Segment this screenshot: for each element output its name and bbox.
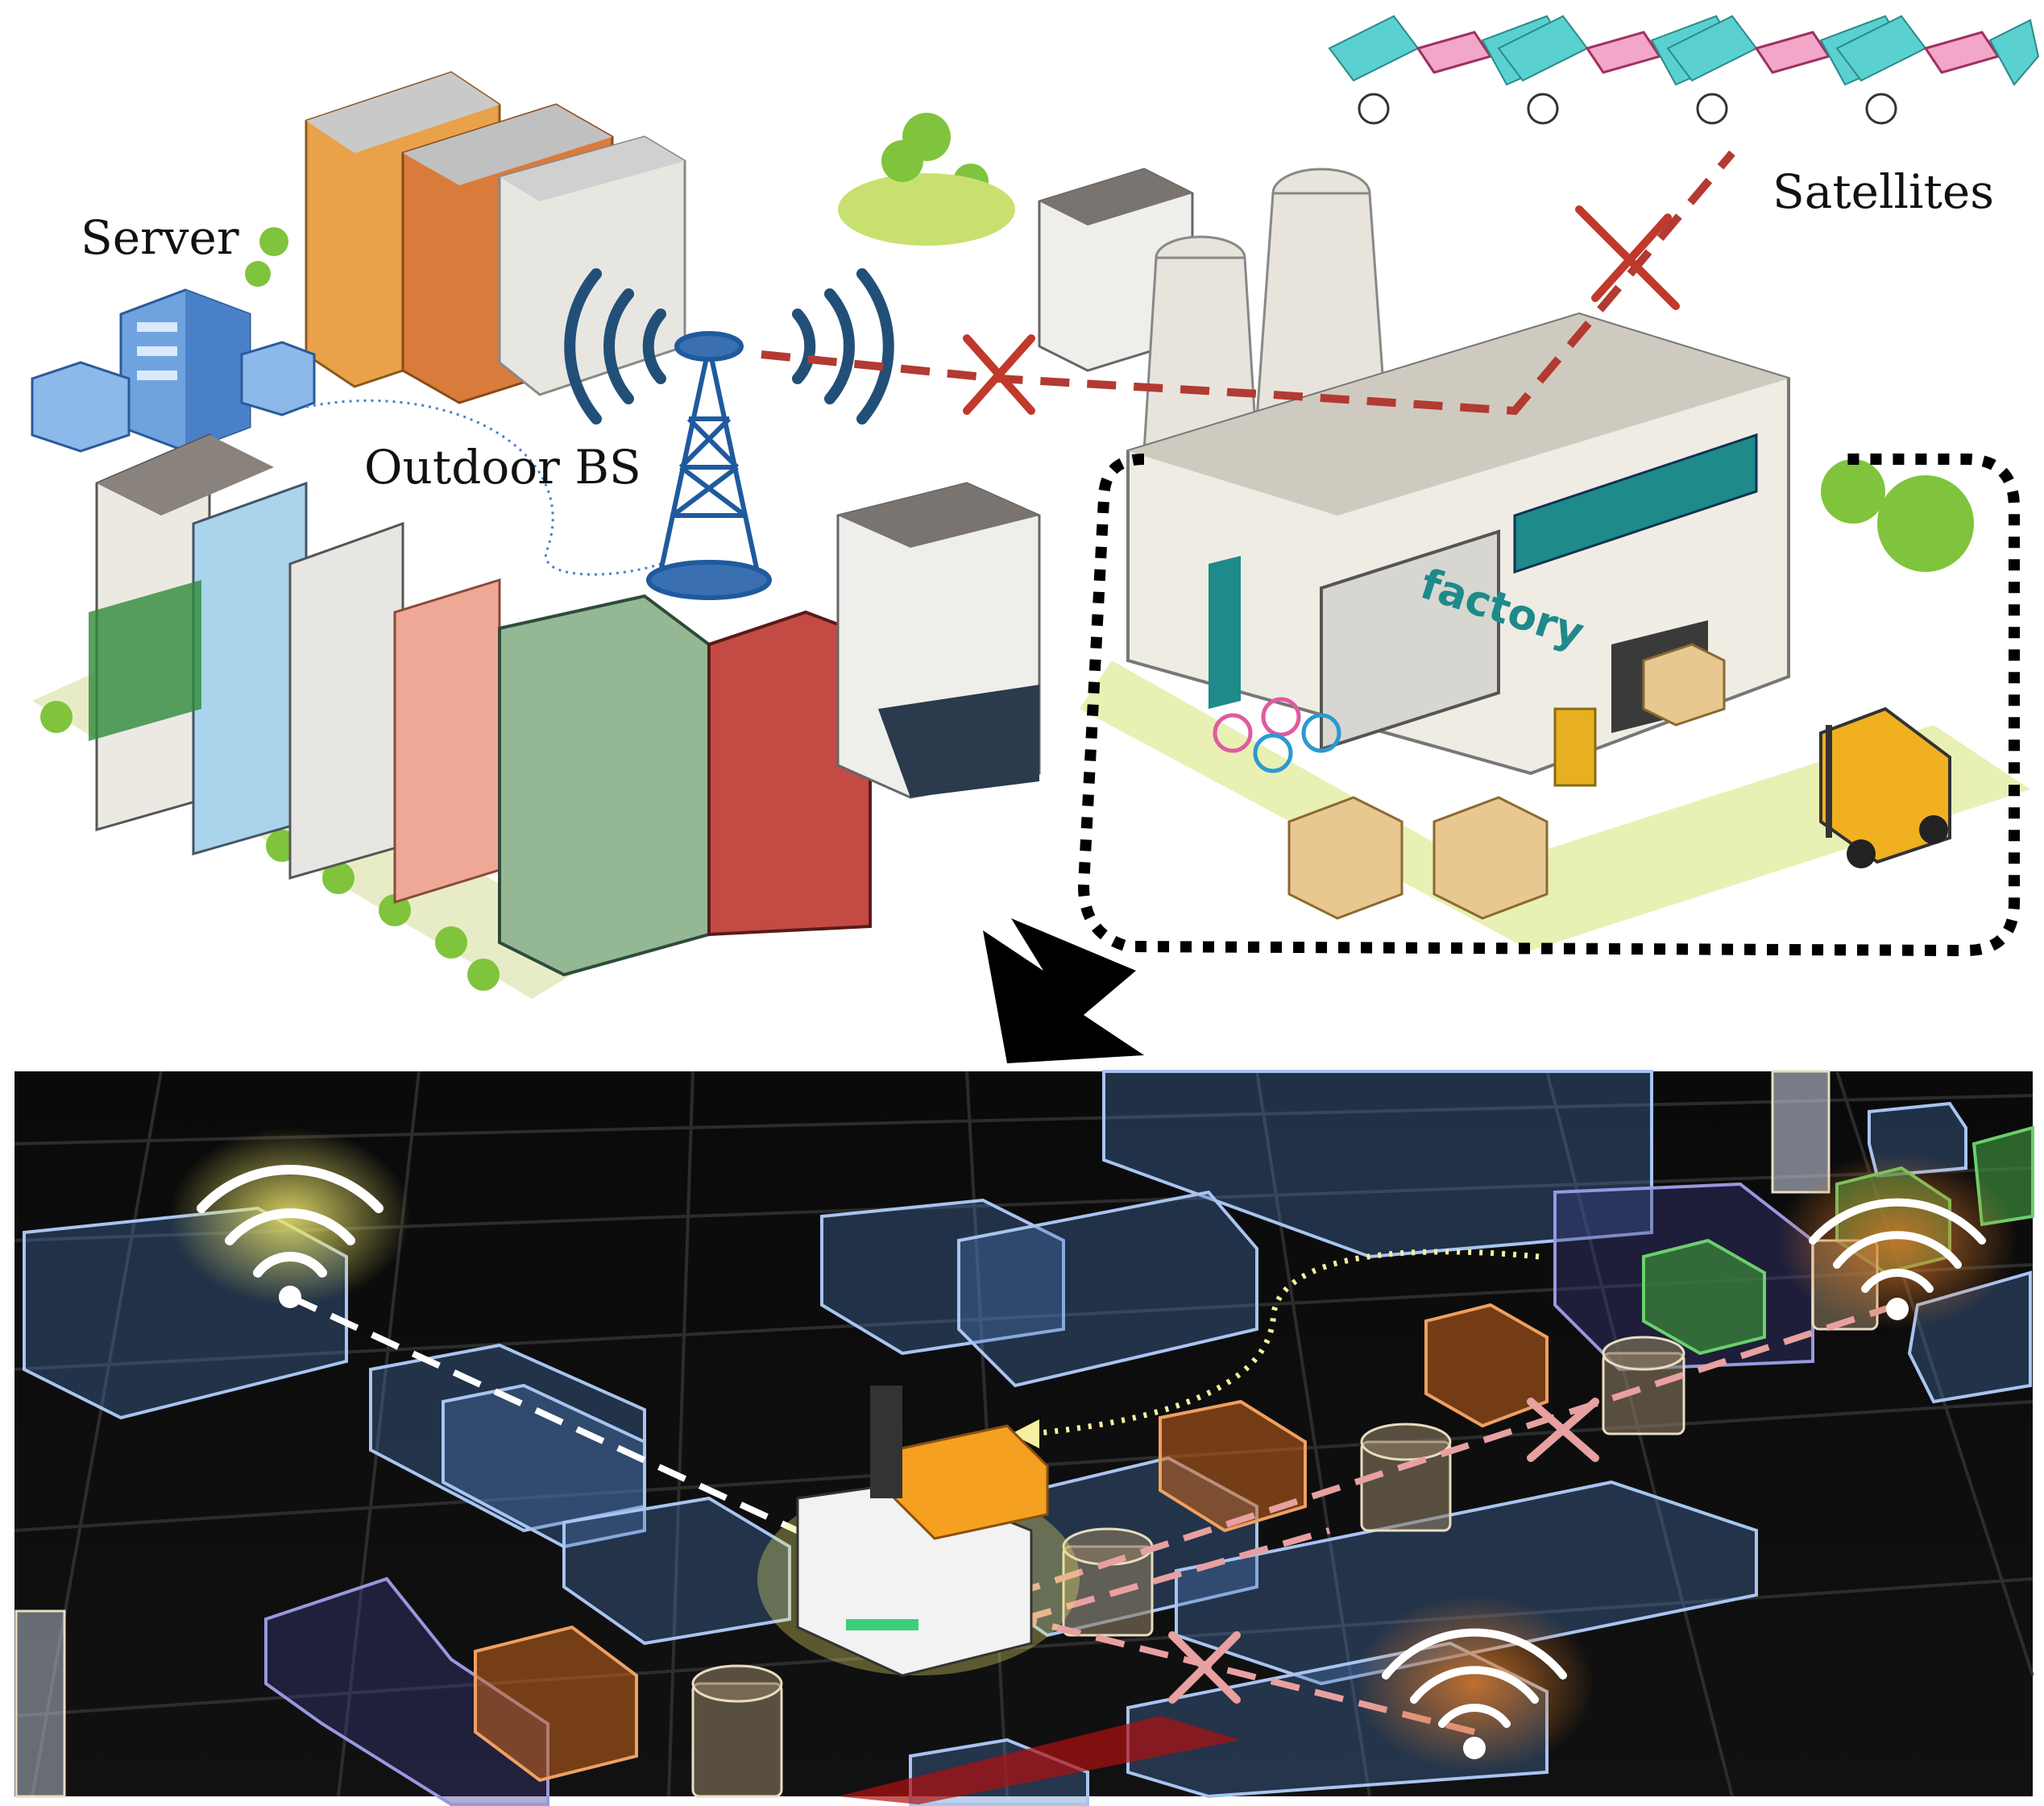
cross-icon [963, 334, 1035, 415]
building-icon [89, 168, 1194, 977]
obstacles-orange [474, 1303, 1549, 1783]
blocked-link-ap3-agv-2 [1022, 1527, 1331, 1622]
server-icon [31, 288, 316, 453]
agv-trajectory [1030, 1249, 1540, 1437]
cross-icon [1527, 1398, 1599, 1462]
indoor-scene [14, 1070, 2034, 1806]
outdoor-bs-label: Outdoor BS [364, 440, 641, 495]
focus-box [1077, 454, 2020, 957]
agv-robot-icon [757, 1386, 1080, 1677]
server-label: Server [81, 210, 239, 265]
arrow-down-left-icon [983, 918, 1144, 1063]
satellites-label: Satellites [1772, 164, 1994, 219]
wifi-icon [1777, 1152, 2018, 1329]
obstacles-cylinders [15, 1070, 1879, 1798]
blocked-link-ap2-agv [1022, 1302, 1899, 1594]
blocked-link-ap3-agv [1022, 1616, 1475, 1735]
pallet-icon [1287, 643, 1726, 920]
outdoor-scene: Server [31, 14, 2040, 1063]
cross-icon [1575, 205, 1680, 310]
floor-marking [838, 1716, 1241, 1804]
forklift-icon [1819, 706, 1951, 868]
clear-link-ap1-agv [288, 1294, 807, 1538]
bicycle-icon [1213, 697, 1341, 773]
wifi-icon [1354, 1595, 1595, 1772]
blocked-link-bs-factory [761, 150, 1735, 416]
wifi-icon [169, 1128, 411, 1308]
server-backhaul-link [305, 399, 661, 576]
tower-icon [646, 331, 772, 600]
satellites-group [1328, 14, 2040, 125]
wireless-signal-icon [564, 268, 894, 425]
trajectory-arrowhead [1011, 1419, 1039, 1448]
building-icon [305, 71, 686, 404]
cross-icon [1168, 1631, 1241, 1704]
satellite-icon [1835, 14, 2040, 125]
tree-icon [40, 113, 1974, 991]
